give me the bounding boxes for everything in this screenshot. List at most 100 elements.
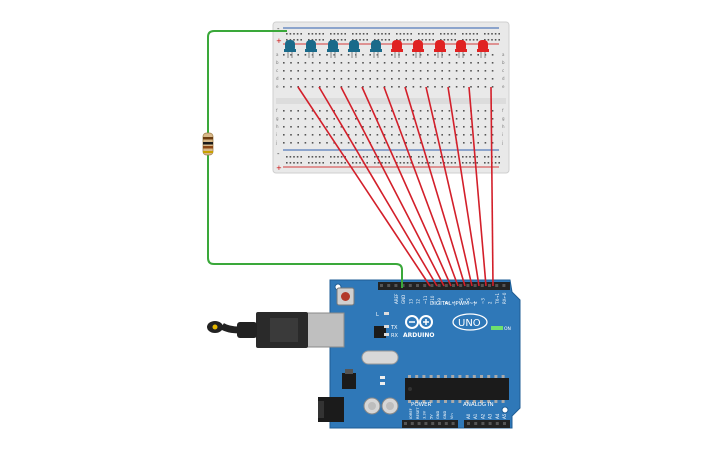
analog-header-pin[interactable] bbox=[495, 422, 499, 425]
reset-button[interactable] bbox=[341, 292, 350, 301]
led-red[interactable] bbox=[455, 40, 467, 58]
breadboard-hole bbox=[455, 110, 458, 112]
header-pin[interactable] bbox=[466, 284, 470, 287]
breadboard-hole bbox=[477, 118, 479, 120]
breadboard-hole bbox=[326, 78, 328, 80]
header-pin[interactable] bbox=[394, 284, 398, 287]
led-row[interactable] bbox=[284, 40, 489, 58]
analog-header-pin[interactable] bbox=[488, 422, 492, 425]
led-blue[interactable] bbox=[305, 40, 317, 58]
led-red[interactable] bbox=[391, 40, 403, 58]
header-pin[interactable] bbox=[437, 284, 441, 287]
header-pin[interactable] bbox=[408, 284, 412, 287]
rail-hole bbox=[432, 156, 434, 158]
led-red[interactable] bbox=[477, 40, 489, 58]
chip-pin bbox=[436, 375, 440, 378]
header-pin[interactable] bbox=[495, 284, 499, 287]
rail-hole bbox=[403, 162, 405, 164]
chip-pin bbox=[494, 375, 498, 378]
power-header-pin[interactable] bbox=[451, 422, 455, 425]
rail-hole bbox=[440, 156, 442, 158]
bottom-header-pins[interactable] bbox=[404, 422, 506, 425]
led-tx-label: TX bbox=[390, 325, 398, 331]
resistor[interactable] bbox=[202, 132, 214, 156]
rail-hole bbox=[315, 162, 317, 164]
digital-pin-label: ~9 bbox=[437, 298, 442, 304]
breadboard-hole bbox=[419, 126, 422, 128]
digital-header-pins[interactable] bbox=[380, 284, 506, 287]
breadboard-hole bbox=[448, 126, 451, 128]
analog-header-pin[interactable] bbox=[503, 422, 506, 425]
power-header-pin[interactable] bbox=[438, 422, 441, 425]
analog-pin-label: A5 bbox=[502, 413, 507, 419]
header-pin[interactable] bbox=[387, 284, 391, 287]
chip-pin bbox=[408, 400, 411, 403]
breadboard-hole bbox=[398, 118, 400, 120]
breadboard-hole bbox=[283, 110, 285, 112]
power-header-pin[interactable] bbox=[431, 422, 435, 425]
header-pin[interactable] bbox=[423, 284, 427, 287]
header-pin[interactable] bbox=[444, 284, 448, 287]
power-header-pin[interactable] bbox=[424, 422, 428, 425]
digital-pin-label: ~3 bbox=[480, 298, 485, 304]
breadboard-hole bbox=[304, 110, 307, 112]
rail-hole bbox=[311, 162, 314, 164]
header-pin[interactable] bbox=[452, 284, 455, 287]
breadboard-hole bbox=[470, 54, 472, 56]
header-pin[interactable] bbox=[416, 284, 419, 287]
led-blue[interactable] bbox=[284, 40, 296, 58]
breadboard-hole bbox=[290, 134, 292, 136]
breadboard-hole bbox=[470, 70, 472, 72]
rail-hole bbox=[428, 162, 431, 164]
breadboard-hole bbox=[290, 142, 292, 144]
breadboard-hole bbox=[290, 70, 292, 72]
breadboard-hole bbox=[405, 54, 407, 56]
red-wire bbox=[447, 86, 480, 287]
header-pin[interactable] bbox=[488, 284, 491, 287]
usb-cable-strain bbox=[237, 322, 257, 338]
red-wire bbox=[318, 86, 438, 287]
breadboard-hole bbox=[333, 134, 335, 136]
rail-hole bbox=[432, 162, 434, 164]
led-blue[interactable] bbox=[327, 40, 339, 58]
led-blue[interactable] bbox=[370, 40, 382, 58]
red-wire bbox=[340, 86, 445, 287]
breadboard-hole bbox=[283, 134, 285, 136]
header-pin[interactable] bbox=[473, 284, 477, 287]
breadboard-hole bbox=[319, 142, 321, 144]
header-pin[interactable] bbox=[502, 284, 506, 287]
led-rx-indicator bbox=[384, 333, 389, 336]
analog-header-pin[interactable] bbox=[467, 422, 470, 425]
rail-hole bbox=[362, 33, 365, 35]
breadboard-hole bbox=[376, 134, 379, 136]
power-header-pin[interactable] bbox=[444, 422, 448, 425]
analog-header-pin[interactable] bbox=[481, 422, 485, 425]
breadboard-hole bbox=[484, 62, 487, 64]
power-header-pin[interactable] bbox=[417, 422, 421, 425]
power-header-pin[interactable] bbox=[404, 422, 407, 425]
led-red[interactable] bbox=[412, 40, 424, 58]
header-pin[interactable] bbox=[459, 284, 463, 287]
analog-header-pin[interactable] bbox=[474, 422, 478, 425]
breadboard-hole bbox=[412, 118, 415, 120]
breadboard-hole bbox=[463, 62, 465, 64]
led-blue[interactable] bbox=[348, 40, 360, 58]
breadboard-hole bbox=[470, 134, 472, 136]
power-header-pin[interactable] bbox=[410, 422, 414, 425]
header-pin[interactable] bbox=[480, 284, 484, 287]
chip-pin bbox=[422, 400, 426, 403]
header-pin[interactable] bbox=[401, 284, 405, 287]
rail-hole bbox=[406, 156, 409, 158]
chip-pin bbox=[429, 375, 433, 378]
breadboard-hole bbox=[319, 62, 321, 64]
chip-pin bbox=[472, 400, 476, 403]
led-red[interactable] bbox=[434, 40, 446, 58]
header-pin[interactable] bbox=[430, 284, 434, 287]
rail-hole bbox=[384, 39, 387, 41]
breadboard-hole bbox=[362, 78, 364, 80]
header-pin[interactable] bbox=[380, 284, 383, 287]
